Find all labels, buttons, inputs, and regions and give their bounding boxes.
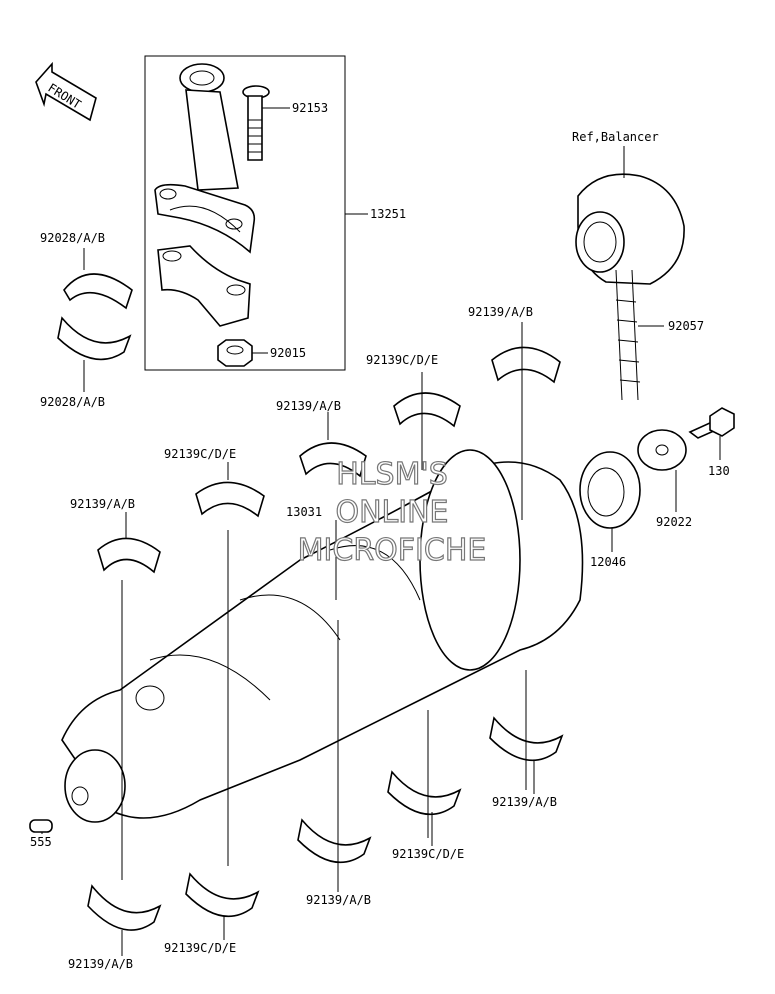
callout-92022: 92022: [656, 515, 692, 529]
main-bearing-1: [97, 537, 161, 574]
callout-92153: 92153: [292, 101, 328, 115]
washer: [637, 429, 687, 471]
main-bearing-b2: [185, 872, 260, 918]
main-bearing-5: [491, 346, 561, 384]
main-bearing-2: [195, 481, 265, 518]
front-arrow-icon: FRONT: [35, 61, 97, 122]
connecting-rod-group-box: [144, 55, 346, 371]
callout-555: 555: [30, 835, 52, 849]
callout-ref-balancer: Ref,Balancer: [572, 130, 659, 144]
connecting-rod-cap: [157, 245, 251, 327]
crankshaft: [61, 449, 584, 823]
cam-chain: [615, 269, 641, 401]
watermark-line-3: MICROFICHE: [298, 533, 487, 568]
watermark-line-1: HLSM'S: [336, 457, 448, 492]
callout-12046: 12046: [590, 555, 626, 569]
callout-13031: 13031: [286, 505, 322, 519]
callout-92057: 92057: [668, 319, 704, 333]
callout-92139cde-b1: 92139C/D/E: [392, 847, 464, 861]
watermark: HLSM'S ONLINE MICROFICHE: [297, 456, 487, 568]
balancer-shaft: [575, 173, 685, 285]
main-bearing-b4: [387, 770, 462, 816]
watermark-line-2: ONLINE: [335, 495, 448, 530]
crank-bolt: [688, 407, 735, 439]
callout-13251: 13251: [370, 207, 406, 221]
callout-92139cde-1: 92139C/D/E: [366, 353, 438, 367]
callout-92139-r3: 92139/A/B: [70, 497, 135, 511]
callout-92139cde-2: 92139C/D/E: [164, 447, 236, 461]
main-bearing-b3: [297, 818, 372, 864]
callout-92015: 92015: [270, 346, 306, 360]
main-bearing-4: [393, 392, 461, 428]
callout-92028-top: 92028/A/B: [40, 231, 105, 245]
callout-92139-r2: 92139/A/B: [276, 399, 341, 413]
callout-92139cde-b2: 92139C/D/E: [164, 941, 236, 955]
main-bearing-b5: [489, 716, 564, 762]
main-bearing-3: [299, 442, 367, 478]
rod-nut: [217, 339, 253, 367]
rod-bolt: [242, 85, 270, 161]
connecting-rod: [154, 63, 256, 254]
callout-130: 130: [708, 464, 730, 478]
callout-92139-b2: 92139/A/B: [306, 893, 371, 907]
callouts: 92153 13251 92015 92028/A/B 92028/A/B Re…: [30, 101, 730, 971]
dowel-pin: [29, 819, 53, 833]
primary-gear: [579, 451, 641, 529]
leader-lines: [41, 107, 721, 956]
callout-92139-b1: 92139/A/B: [492, 795, 557, 809]
rod-bearing-upper: [63, 273, 133, 310]
callout-92028-bottom: 92028/A/B: [40, 395, 105, 409]
callout-92139-r1: 92139/A/B: [468, 305, 533, 319]
rod-bearing-lower: [57, 316, 132, 361]
callout-92139-b3: 92139/A/B: [68, 957, 133, 971]
main-bearing-b1: [87, 884, 162, 931]
